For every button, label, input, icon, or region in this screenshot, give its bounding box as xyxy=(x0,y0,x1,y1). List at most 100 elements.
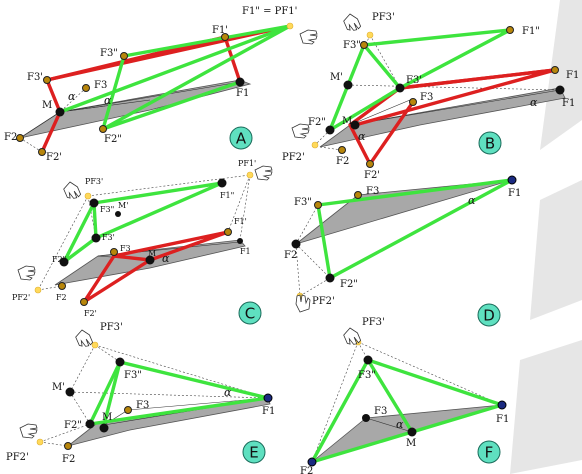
point-f3 xyxy=(362,414,370,422)
label-f3pp: F3" xyxy=(124,370,142,381)
label-f1: F1 xyxy=(240,247,251,256)
point-f2p xyxy=(80,298,88,306)
dotted-edge xyxy=(295,243,301,297)
point-f2pp xyxy=(325,125,335,135)
dotted-edge xyxy=(69,391,269,399)
label-f2p: F2' xyxy=(84,309,97,318)
label-f3: F3 xyxy=(366,186,379,197)
panel-a: F1" = PF1' F1' F3" F3' F3 M α α F1 F2 F2… xyxy=(4,6,318,163)
label-f1p: F1' xyxy=(212,25,228,36)
label-f3: F3 xyxy=(136,400,149,411)
label-mp: M' xyxy=(118,201,128,210)
label-f2pp: F2" xyxy=(64,420,82,431)
green-path xyxy=(92,201,98,240)
label-f1-bottom: F1 xyxy=(562,98,575,109)
background-stripe xyxy=(540,0,582,150)
label-f3: F3 xyxy=(120,244,131,253)
point-f1 xyxy=(507,175,517,185)
label-f2pp: F2" xyxy=(308,117,326,128)
label-f2: F2 xyxy=(336,156,349,167)
dotted-edge xyxy=(59,87,87,113)
label-f1pp: F1" xyxy=(220,191,234,200)
hand-pointer-icon xyxy=(75,329,94,347)
label-pf2p: PF2' xyxy=(12,293,30,302)
badge-a xyxy=(229,126,253,150)
point-f1 xyxy=(263,393,273,403)
green-path xyxy=(88,360,270,426)
point-pf1p xyxy=(246,171,254,179)
point-f1 xyxy=(497,400,507,410)
badge-f-text: F xyxy=(485,444,494,462)
point-m xyxy=(145,255,155,265)
dotted-edge xyxy=(314,129,331,146)
label-alpha: α xyxy=(530,96,538,109)
label-f3p: F3' xyxy=(406,75,422,86)
point-m xyxy=(407,427,417,437)
label-m: M xyxy=(342,116,352,127)
point-f2p xyxy=(366,160,374,168)
label-alpha-2: α xyxy=(358,130,366,143)
label-f3p: F3' xyxy=(102,233,115,242)
label-f3pp: F3" xyxy=(100,48,118,59)
label-f1: F1 xyxy=(496,414,509,425)
point-f1pp xyxy=(217,178,227,188)
panel-d: F3" F3 α F1 F2 F2" PF2' D xyxy=(284,175,521,327)
dotted-edge xyxy=(311,341,359,463)
edge xyxy=(19,111,61,139)
hand-pointer-icon xyxy=(63,181,82,199)
hand-pointer-icon xyxy=(299,29,318,45)
label-f1: F1 xyxy=(508,188,521,199)
label-f1-top: F1 xyxy=(566,70,579,81)
label-m: M xyxy=(148,249,156,258)
point-pf2p xyxy=(34,286,42,294)
point-f2p xyxy=(38,148,46,156)
dotted-edge xyxy=(295,243,331,279)
panel-b: PF3' F3" F1" M' F3' F3 F1 F1 α M F2" PF2… xyxy=(282,12,579,181)
dotted-edge xyxy=(37,195,89,291)
label-pf3p: PF3' xyxy=(362,317,385,328)
label-f3pp: F3" xyxy=(294,197,312,208)
hand-pointer-icon xyxy=(19,423,38,439)
label-m: M xyxy=(42,100,52,111)
label-pf2p: PF2' xyxy=(282,152,305,163)
panel-e: PF3' M' F3" α F3 F1 F2" M PF2' F2 E xyxy=(6,322,275,465)
base-triangle xyxy=(295,179,513,245)
badge-a-text: A xyxy=(236,130,247,148)
label-f2pp: F2" xyxy=(104,134,122,145)
dotted-edge xyxy=(19,137,43,153)
point-f3pp xyxy=(363,355,373,365)
hand-pointer-icon xyxy=(17,265,36,281)
point-f2pp xyxy=(85,419,95,429)
green-path xyxy=(58,24,292,114)
label-f2: F2 xyxy=(284,250,297,261)
label-f1pp-eq: F1" = PF1' xyxy=(242,6,297,17)
background-stripe xyxy=(530,180,582,320)
edge xyxy=(349,89,561,126)
dotted-edge xyxy=(39,441,69,447)
label-f3pp: F3" xyxy=(343,40,361,51)
dotted-edge xyxy=(357,341,503,406)
point-f3 xyxy=(82,84,90,92)
hand-pointer-icon xyxy=(295,294,311,313)
point-pf3p xyxy=(91,341,99,349)
point-pf3p xyxy=(366,31,374,39)
label-f2pp: F2" xyxy=(52,255,66,264)
point-m xyxy=(99,423,109,433)
edge xyxy=(365,417,413,433)
label-alpha-2: α xyxy=(104,94,112,107)
label-alpha: α xyxy=(396,418,404,431)
red-path xyxy=(368,100,415,166)
label-f3: F3 xyxy=(420,92,433,103)
label-f3pp: F3" xyxy=(358,370,376,381)
point-f3pp xyxy=(115,357,125,367)
badge-e-text: E xyxy=(249,444,258,462)
green-path xyxy=(102,360,122,427)
dotted-edge xyxy=(94,344,121,363)
hand-pointer-icon xyxy=(343,13,362,31)
red-path xyxy=(112,254,152,262)
point-f3pp xyxy=(89,198,99,208)
label-f3: F3 xyxy=(374,406,387,417)
panel-c: PF3' PF1' F3" M' F1" F1' F3' F3 M α F1 F… xyxy=(12,159,273,325)
dotted-edge xyxy=(347,84,561,91)
badge-b xyxy=(478,131,502,155)
